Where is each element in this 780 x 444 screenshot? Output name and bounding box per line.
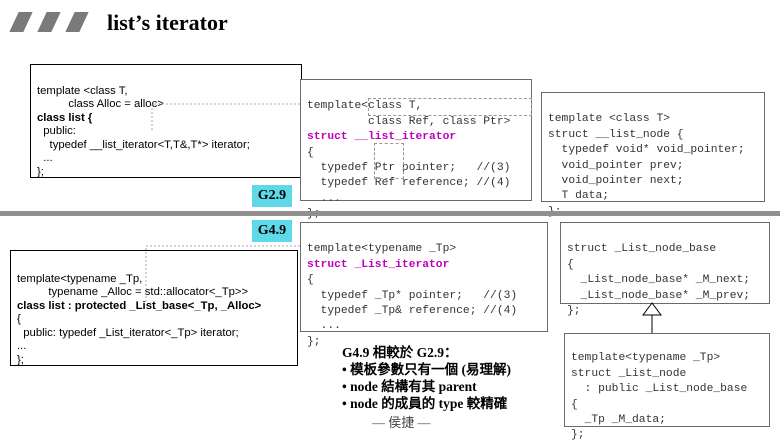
g29-list-code: template <class T, class Alloc = alloc> … [37,84,250,178]
g49-badge: G4.9 [252,220,292,242]
inheritance-arrow-icon [642,302,662,334]
g29-iterator-code: template<class T, class Ref, class Ptr> … [307,100,511,220]
g49-node-code: template<typename _Tp> struct _List_node… [571,352,748,442]
g29-iterator-box: template<class T, class Ref, class Ptr> … [300,79,532,220]
g49-connector [145,245,302,302]
g49-node-box: template<typename _Tp> struct _List_node… [564,333,770,441]
g49-node-base-code: struct _List_node_base { _List_node_base… [567,243,751,318]
g49-iterator-code: template<typename _Tp> struct _List_iter… [307,243,518,348]
g29-badge: G2.9 [252,185,292,207]
g29-node-box: template <class T> struct __list_node { … [541,92,765,218]
g49-node-base-box: struct _List_node_base { _List_node_base… [560,222,770,317]
template-params-highlight [368,98,532,116]
author-footer: — 侯捷 — [372,415,431,430]
g49-list-box: template<typename _Tp, typename _Alloc =… [10,250,298,366]
g49-iterator-box: template<typename _Tp> struct _List_iter… [300,222,548,348]
g29-connector [151,103,300,130]
comparison-notes: G4.9 相較於 G2.9： • 模板參數只有一個 (易理解) • node 結… [342,345,511,411]
page-title: list’s iterator [107,10,228,35]
g29-list-box: template <class T, class Alloc = alloc> … [30,64,302,178]
g49-list-code: template<typename _Tp, typename _Alloc =… [17,272,262,366]
ptr-ref-highlight [374,143,404,179]
section-divider [0,211,780,216]
g29-node-code: template <class T> struct __list_node { … [548,113,745,217]
